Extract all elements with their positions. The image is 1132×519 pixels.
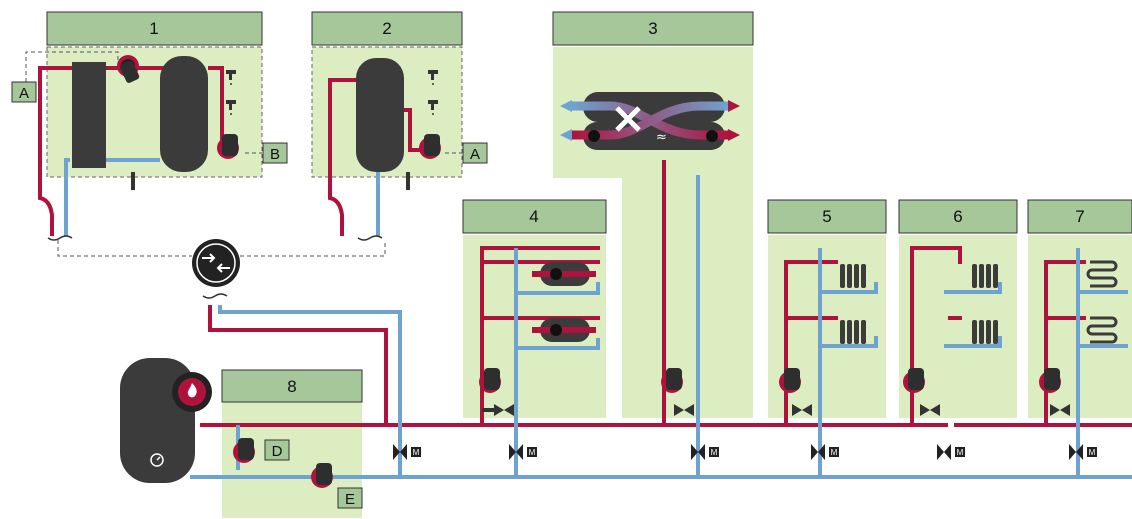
zone-7-header <box>1027 199 1132 234</box>
pump-icon <box>311 463 333 488</box>
pump-icon <box>779 368 801 393</box>
zone-3-header <box>552 11 754 46</box>
pump-icon <box>903 368 925 393</box>
zone-1-heat-exchanger-block <box>72 62 106 168</box>
tag-e <box>337 487 363 509</box>
tag-d <box>264 439 290 461</box>
zone-6-radiator-icon <box>972 264 998 344</box>
zone-headers: 1 2 3 4 5 6 7 8 <box>46 11 1132 403</box>
zone-2-header <box>311 11 463 46</box>
zone-4-label: 4 <box>529 207 538 226</box>
pump-icon <box>419 134 441 159</box>
tag-d-label: D <box>272 443 283 460</box>
pump-icon-group <box>117 55 1061 488</box>
check-valve-icon <box>494 404 1070 416</box>
motor-valve-icon: M <box>1069 444 1097 460</box>
zone-2-tap-icon <box>428 70 438 115</box>
zone-7-label: 7 <box>1075 207 1084 226</box>
tag-e-label: E <box>345 491 355 508</box>
zone-2-label: 2 <box>382 19 391 38</box>
zone-4-piping <box>480 246 600 477</box>
svg-text:≈: ≈ <box>656 130 667 145</box>
zone-6-piping <box>910 246 1002 425</box>
tag-b <box>262 142 288 164</box>
motor-valve-label: M <box>831 448 838 457</box>
pump-icon <box>661 368 683 393</box>
zone-5-label: 5 <box>822 207 831 226</box>
zone-1-label: 1 <box>149 19 158 38</box>
zone-2-storage-tank <box>356 58 404 172</box>
tag-a-right <box>462 142 488 164</box>
floor-heating-icon <box>1086 260 1118 344</box>
pump-icon <box>1039 368 1061 393</box>
zone-1-tap-icon <box>226 70 236 115</box>
motor-valve-label: M <box>957 448 964 457</box>
exchanger-piping <box>202 293 402 477</box>
radiator-icon <box>840 264 866 344</box>
zone-3-label: 3 <box>648 19 657 38</box>
motor-valve-label: M <box>1089 448 1096 457</box>
pump-icon <box>217 134 239 159</box>
tag-a-left-label: A <box>19 85 29 102</box>
zone-8-header <box>221 369 363 403</box>
motor-valve-label: M <box>413 448 420 457</box>
letter-tags: A B A D E <box>11 81 488 509</box>
motor-valve-icon: M <box>937 444 965 460</box>
motor-valve-label: M <box>529 448 536 457</box>
zone-8-label: 8 <box>287 377 296 396</box>
fan-coil-icon <box>532 262 596 342</box>
ventilation-unit-icon: ≈ <box>560 92 740 150</box>
zone-1-header <box>46 11 263 46</box>
pump-icon <box>479 368 501 393</box>
pump-icon <box>233 438 255 463</box>
zone-1-storage-tank <box>160 56 208 172</box>
heat-exchanger-icon <box>192 239 240 287</box>
motor-valve-label: M <box>711 448 718 457</box>
motor-valve-icon: M <box>691 444 719 460</box>
pressure-gauge-icon <box>150 453 164 467</box>
tag-b-label: B <box>270 146 280 163</box>
zone-2-piping <box>328 78 425 241</box>
motor-valve-icon: M <box>392 442 421 462</box>
zone-6-header <box>898 199 1018 234</box>
zone-5-header <box>767 199 887 234</box>
zone-6-label: 6 <box>953 207 962 226</box>
motor-valve-icon: M <box>811 444 839 460</box>
control-lines <box>25 51 462 257</box>
zone-4-header <box>462 199 607 234</box>
tag-a-right-label: A <box>470 146 480 163</box>
pump-icon <box>117 55 140 83</box>
motor-valve-icon: M <box>509 444 537 460</box>
motor-valve-icon-group: M M M M M M <box>392 442 1097 462</box>
tag-a-left <box>11 81 37 103</box>
flame-icon <box>172 372 212 412</box>
